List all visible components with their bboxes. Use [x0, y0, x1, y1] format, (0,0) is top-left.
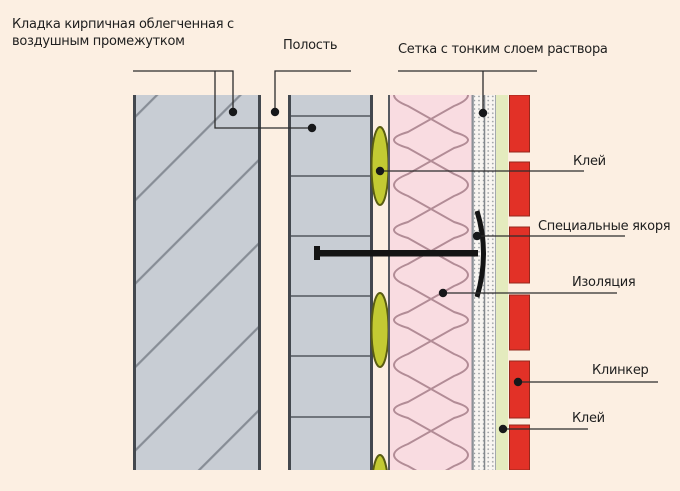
clinker-tile [509, 360, 530, 419]
label-anchors: Специальные якоря [538, 219, 671, 234]
insulation-layer [388, 95, 473, 470]
callout-masonry-b [214, 71, 311, 129]
clinker-tile [509, 294, 530, 351]
label-clinker: Клинкер [592, 363, 649, 378]
anchor [314, 210, 486, 298]
block-wall-layer [288, 95, 373, 470]
glue-dabs [370, 126, 390, 470]
adhesive-layer [496, 95, 508, 470]
label-masonry: Кладка кирпичная облегченная с воздушным… [12, 16, 234, 50]
label-masonry-line2: воздушным промежутком [12, 34, 185, 49]
glue-dab [370, 126, 390, 206]
clinker-tile [509, 226, 530, 284]
insulation-right-edge [471, 95, 473, 470]
label-mesh: Сетка с тонким слоем раствора [398, 42, 608, 57]
clinker-tile [509, 424, 530, 470]
block-joint-lines [291, 115, 370, 418]
brick-wall-right-edge [258, 95, 261, 470]
dot-glue-top [375, 166, 385, 176]
dot-block-wall [307, 123, 317, 133]
clinker-layer [509, 95, 530, 470]
dot-anchor [472, 231, 482, 241]
callout-masonry-a [133, 70, 234, 112]
clinker-tile [509, 95, 530, 153]
block-wall-right-edge [370, 95, 373, 470]
anchor-plate [474, 210, 486, 298]
dot-mesh [478, 108, 488, 118]
label-cavity: Полость [283, 38, 338, 53]
block-wall-left-edge [288, 95, 291, 470]
dot-insulation [438, 288, 448, 298]
glue-dab [370, 292, 390, 368]
clinker-tile [509, 161, 530, 217]
callout-dots [228, 107, 523, 434]
dot-glue-bottom [498, 424, 508, 434]
callout-cavity [274, 70, 351, 112]
glue-dab [372, 454, 388, 470]
brick-wall-layer [133, 95, 261, 470]
dot-clinker [513, 377, 523, 387]
label-glue-top: Клей [573, 154, 606, 169]
insulation-left-edge [388, 95, 390, 470]
label-masonry-line1: Кладка кирпичная облегченная с [12, 17, 234, 32]
label-glue-bottom: Клей [572, 411, 605, 426]
brick-wall-left-edge [133, 95, 136, 470]
mesh-layer [473, 95, 496, 470]
label-insulation: Изоляция [572, 275, 636, 290]
callout-lines [133, 70, 658, 430]
dot-brick-wall [228, 107, 238, 117]
dot-cavity [270, 107, 280, 117]
